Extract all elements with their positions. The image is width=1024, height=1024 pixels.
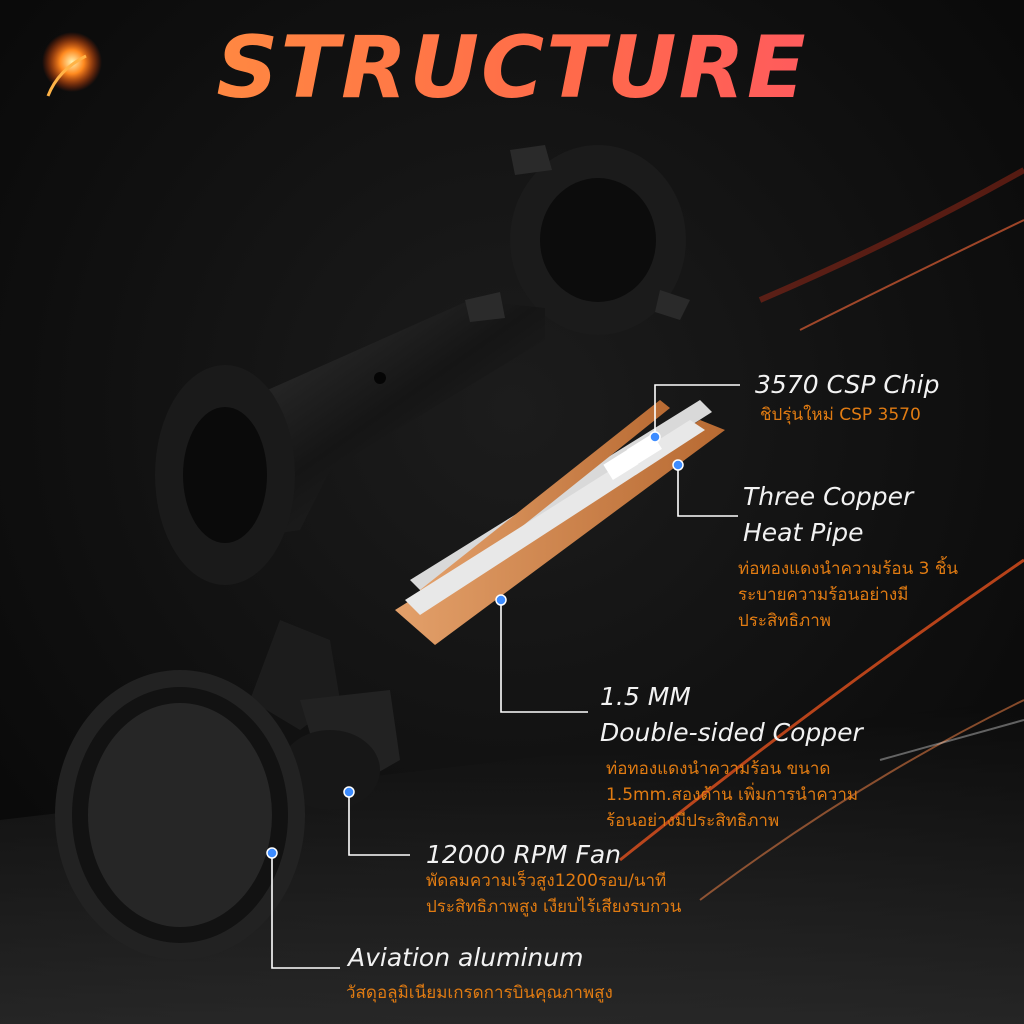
heatsink — [55, 670, 305, 960]
heatpipe-label-line1: Three Copper — [743, 482, 914, 511]
copper-label-thai: ท่อทองแดงนำความร้อน ขนาด 1.5mm.สองด้าน เ… — [606, 759, 859, 831]
bulb-base-ring — [510, 145, 690, 335]
aluminum-dot — [266, 847, 278, 859]
chip-label: 3570 CSP Chip — [755, 370, 940, 399]
fan-dot — [343, 786, 355, 798]
aluminum-label: Aviation aluminum — [348, 943, 584, 972]
aluminum-label-thai: วัสดุอลูมิเนียมเกรดการบินคุณภาพสูง — [346, 983, 613, 1003]
fan-label: 12000 RPM Fan — [426, 840, 621, 869]
page-title: STRUCTURE — [0, 18, 1024, 118]
chip-label-thai: ชิปรุ่นใหม่ CSP 3570 — [760, 405, 921, 425]
heatpipe-dot — [672, 459, 684, 471]
led-board — [395, 400, 725, 645]
bulb-housing — [155, 292, 545, 585]
fan-blades — [250, 620, 400, 810]
copper-label-line2: Double-sided Copper — [600, 718, 863, 747]
chip-dot — [649, 431, 661, 443]
heatpipe-label-thai: ท่อทองแดงนำความร้อน 3 ชิ้น ระบายความร้อน… — [738, 559, 959, 631]
fan-label-thai: พัดลมความเร็วสูง1200รอบ/นาที ประสิทธิภาพ… — [426, 871, 682, 917]
copper-dot — [495, 594, 507, 606]
heatpipe-label-line2: Heat Pipe — [743, 518, 864, 547]
copper-label-line1: 1.5 MM — [600, 682, 691, 711]
